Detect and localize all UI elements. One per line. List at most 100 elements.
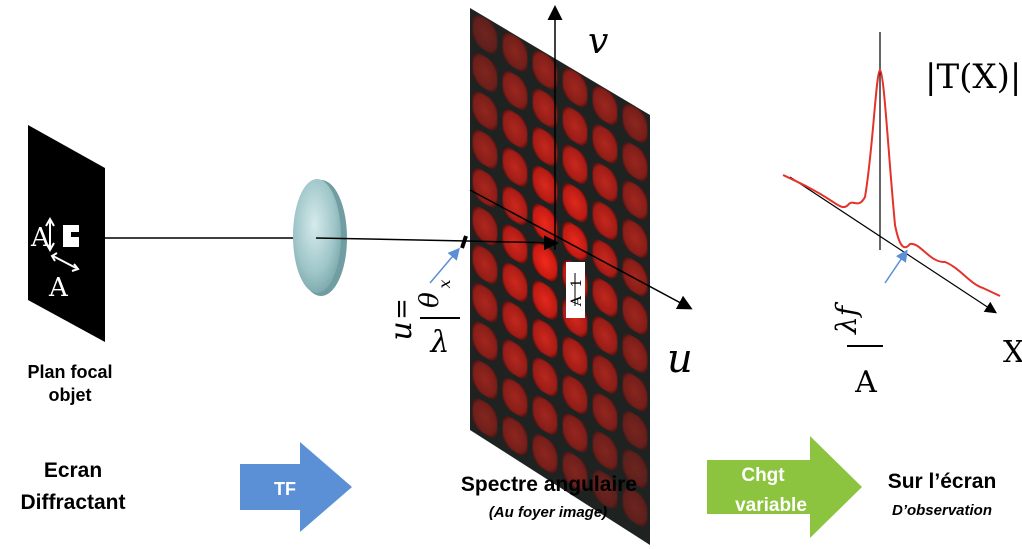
tf-arrow-label: TF — [274, 479, 296, 499]
period-denominator: A — [569, 295, 585, 307]
angular-spectrum-panel — [470, 8, 650, 545]
spectrum-cell — [472, 52, 498, 93]
spectrum-cell — [562, 413, 588, 453]
spectrum-cell — [592, 469, 618, 509]
spectrum-cell — [592, 315, 618, 356]
intensity-x-axis — [789, 176, 998, 314]
spectrum-cell — [562, 144, 588, 185]
spectrum-cell — [532, 318, 558, 359]
observation-line2: D’observation — [892, 502, 992, 519]
spectrum-cell — [502, 224, 528, 264]
ray-focus-tick — [460, 235, 468, 249]
spectrum-cell — [472, 359, 498, 400]
spectrum-cell — [622, 372, 648, 412]
spectrum-cell — [622, 141, 648, 182]
spectrum-cell — [502, 416, 528, 456]
spectrum-cell — [472, 398, 498, 438]
spectrum-cell — [592, 239, 618, 279]
spectrum-cell — [622, 218, 648, 259]
spectrum-cell — [502, 300, 528, 341]
formula-subscript-x: x — [435, 279, 454, 288]
ecran-diffractant-line1: Ecran — [44, 459, 102, 482]
spectrum-subtitle: (Au foyer image) — [489, 504, 607, 521]
spectrum-cell — [592, 124, 618, 164]
axis-u-label: u — [667, 336, 693, 382]
spectrum-cell — [622, 257, 648, 297]
spectrum-cell — [562, 374, 588, 415]
intensity-xlabel: X — [1003, 335, 1022, 370]
observation-line1: Sur l’écran — [888, 470, 997, 493]
aperture-horizontal-arrow — [52, 255, 77, 269]
spectrum-cell — [622, 487, 648, 527]
zero-numerator: λf — [830, 301, 863, 335]
lens — [293, 179, 347, 296]
spectrum-cell — [562, 221, 588, 261]
period-numerator: 1 — [569, 279, 585, 288]
spectrum-cell — [472, 168, 498, 208]
ecran-diffractant-line2: Diffractant — [20, 491, 125, 514]
axis-v-label: v — [588, 21, 608, 62]
spectrum-cell — [622, 180, 648, 220]
tf-arrow-shape — [240, 442, 352, 532]
spectrum-cell — [622, 410, 648, 451]
spectrum-cell — [592, 85, 618, 126]
spectrum-cell — [502, 32, 528, 72]
aperture-notch — [71, 232, 79, 237]
zero-pointer — [884, 249, 908, 284]
spectrum-cell — [532, 88, 558, 129]
spectrum-cell — [592, 392, 618, 433]
zero-label: λf A — [830, 301, 883, 400]
lens-body — [293, 179, 341, 293]
formula-u-symbol: u — [384, 321, 419, 340]
plan-focal-line1: Plan focal — [27, 362, 112, 382]
spectrum-cell — [622, 333, 648, 374]
intensity-plot: |T(X)|² X — [782, 32, 1022, 370]
spectrum-cell — [592, 200, 618, 241]
formula-u: u = θ x λ — [384, 279, 460, 360]
aperture-vertical-arrow-heads — [45, 216, 55, 253]
spectrum-cell — [592, 277, 618, 318]
spectrum-cell — [532, 357, 558, 397]
intensity-curve — [782, 68, 1001, 297]
spectrum-cell — [562, 336, 588, 376]
spectrum-cells — [472, 14, 648, 527]
spectrum-cell — [562, 67, 588, 108]
spectrum-cell — [592, 431, 618, 471]
formula-pointer — [429, 247, 460, 284]
spectrum-cell — [502, 185, 528, 226]
spectrum-cell — [502, 70, 528, 111]
spectrum-cell — [592, 354, 618, 394]
spectrum-cell — [472, 321, 498, 361]
spectrum-cell — [472, 91, 498, 131]
aperture-horizontal-arrow-heads — [50, 252, 80, 272]
chgt-variable-arrow: Chgt variable — [707, 436, 862, 538]
formula-lambda: λ — [429, 325, 449, 360]
spectrum-cell — [502, 377, 528, 418]
period-label: 1 A — [566, 262, 585, 318]
spectrum-cell — [562, 183, 588, 223]
spectrum-cell — [472, 14, 498, 55]
spectrum-cell — [562, 451, 588, 492]
spectrum-cell — [532, 280, 558, 320]
spectrum-cell — [472, 206, 498, 246]
spectrum-cell — [502, 109, 528, 149]
spectrum-cell — [472, 283, 498, 323]
spectrum-cell — [622, 103, 648, 144]
spectrum-cell — [532, 165, 558, 205]
tf-arrow: TF — [240, 442, 352, 532]
axis-u — [469, 189, 693, 310]
ray-to-focus — [315, 237, 468, 242]
spectrum-cell — [622, 448, 648, 489]
diffracting-screen: A A — [28, 125, 105, 342]
spectrum-cell — [472, 129, 498, 170]
aperture-label-side: A — [30, 223, 51, 253]
spectrum-cell — [502, 147, 528, 187]
zero-denominator: A — [854, 365, 877, 400]
spectrum-cell — [532, 395, 558, 435]
spectrum-cell — [532, 242, 558, 282]
intensity-ylabel: |T(X)|² — [925, 57, 1022, 97]
spectrum-cell — [502, 339, 528, 379]
spectrum-cell — [502, 262, 528, 303]
chgt-arrow-shape — [707, 436, 862, 538]
